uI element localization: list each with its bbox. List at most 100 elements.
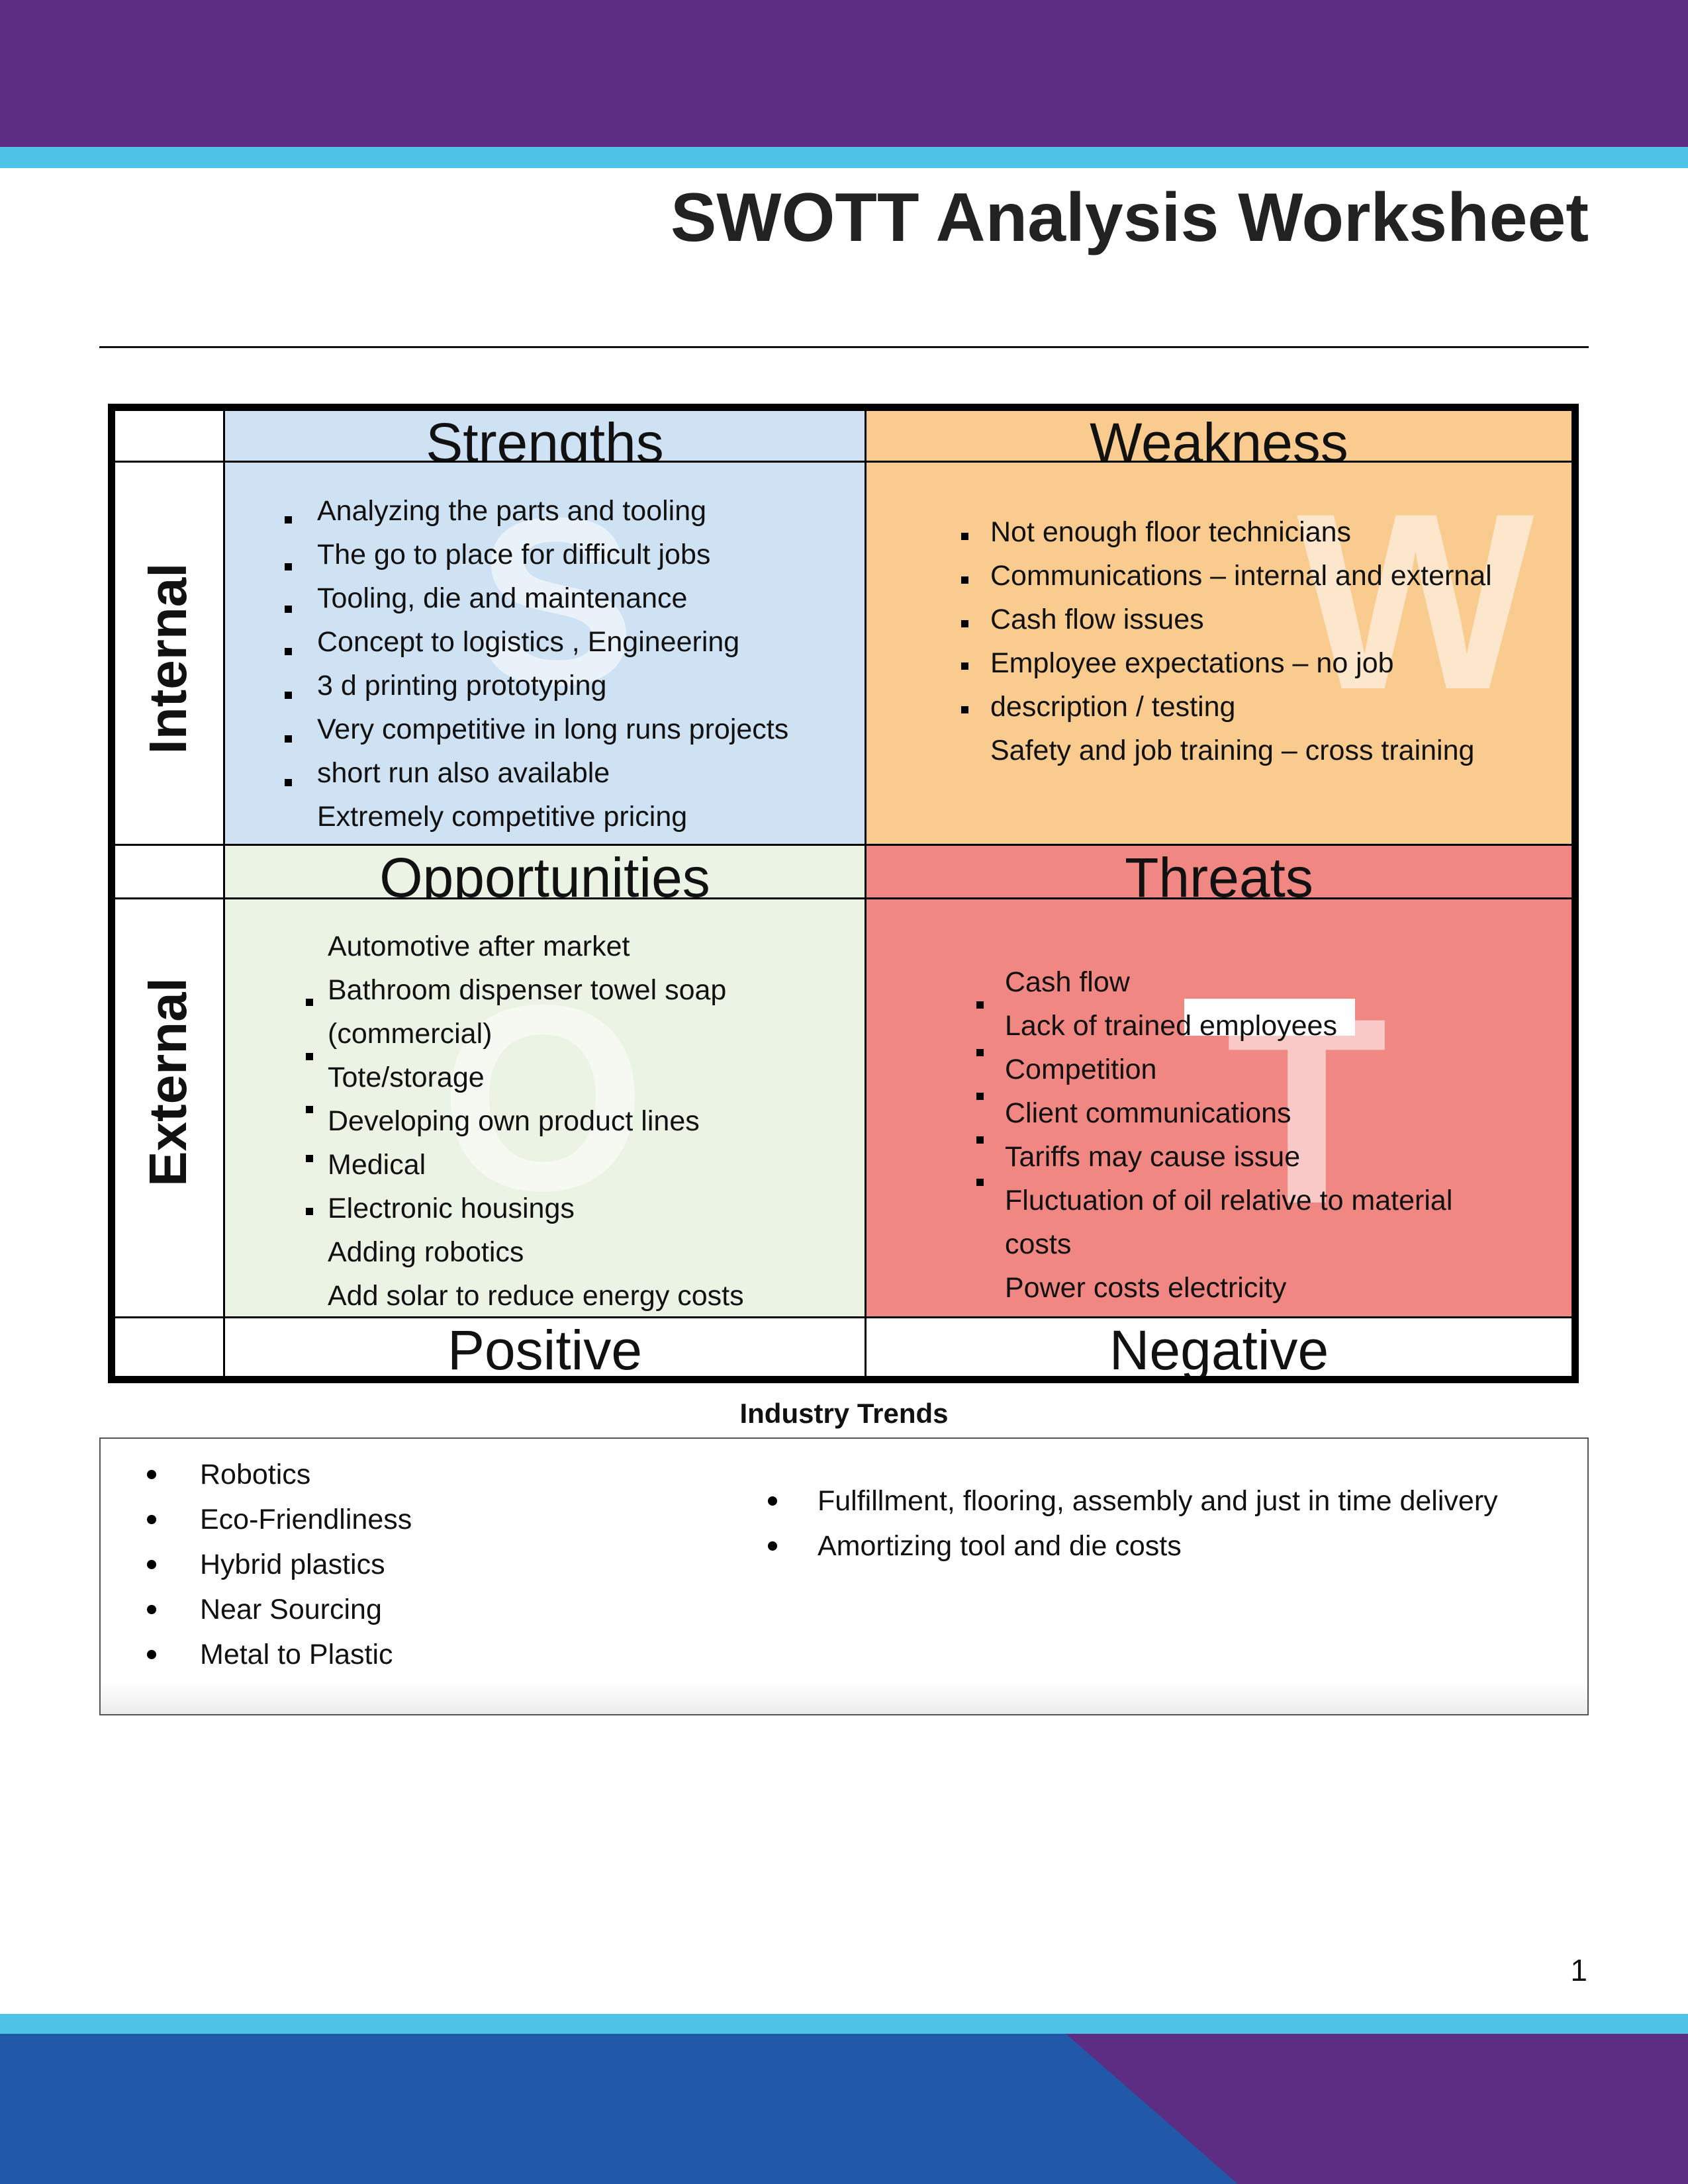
list-item: Automotive after market — [328, 931, 630, 962]
list-item: Near Sourcing — [147, 1587, 412, 1632]
footer-accent-shape — [1066, 2034, 1688, 2184]
list-item: Analyzing the parts and tooling — [317, 495, 707, 527]
list-item: Medical — [328, 1149, 426, 1181]
list-item: Cash flow — [1005, 966, 1130, 998]
title-divider — [99, 346, 1589, 348]
bullet-square — [976, 1179, 984, 1186]
bullet-dot — [147, 1650, 156, 1659]
bullet-square — [961, 706, 968, 713]
bullet-square — [961, 620, 968, 627]
list-item: Not enough floor technicians — [990, 516, 1352, 548]
list-item: description / testing — [990, 691, 1236, 723]
trends-list-right: Fulfillment, flooring, assembly and just… — [768, 1479, 1498, 1569]
opportunities-header: Opportunities — [223, 844, 867, 899]
list-item-text: Fulfillment, flooring, assembly and just… — [818, 1485, 1498, 1517]
threats-list: Cash flow Lack of trained employees Comp… — [1005, 960, 1452, 1310]
bullet-dot — [147, 1560, 156, 1569]
bullet-square — [976, 1001, 984, 1009]
list-item: Client communications — [1005, 1097, 1291, 1129]
list-item: (commercial) — [328, 1018, 492, 1050]
external-label-cell: External — [113, 897, 225, 1318]
list-item-text: Eco-Friendliness — [200, 1504, 412, 1535]
strengths-header: Strengths — [223, 409, 867, 463]
weakness-header: Weakness — [865, 409, 1573, 463]
bullet-square — [961, 533, 968, 540]
list-item: Fulfillment, flooring, assembly and just… — [768, 1479, 1498, 1524]
page-number: 1 — [1570, 1953, 1587, 1987]
bullet-square — [285, 606, 292, 613]
internal-label: Internal — [138, 563, 197, 754]
opportunities-list: Automotive after market Bathroom dispens… — [328, 925, 744, 1316]
spacer-cell — [113, 1316, 225, 1378]
threats-cell: T Cash flow Lack of trained employees Co… — [865, 897, 1573, 1318]
list-item-text: Hybrid plastics — [200, 1549, 385, 1580]
internal-label-cell: Internal — [113, 461, 225, 846]
list-item: Add solar to reduce energy costs — [328, 1280, 744, 1312]
bullet-square — [285, 563, 292, 570]
bullet-square — [976, 1093, 984, 1100]
bullet-square — [961, 662, 968, 670]
list-item-text: Amortizing tool and die costs — [818, 1530, 1182, 1562]
list-item: Fluctuation of oil relative to material — [1005, 1185, 1453, 1216]
negative-label: Negative — [865, 1316, 1573, 1378]
list-item: Cash flow issues — [990, 604, 1204, 635]
weakness-cell: W Not enough floor technicians Communica… — [865, 461, 1573, 846]
list-item: Tooling, die and maintenance — [317, 582, 688, 614]
text-highlight-box — [1184, 999, 1355, 1036]
list-item: Communications – internal and external — [990, 560, 1492, 592]
bullet-square — [285, 779, 292, 786]
list-item: Adding robotics — [328, 1236, 524, 1268]
swot-grid: Strengths Weakness Internal S Analyzing … — [108, 404, 1579, 1383]
bullet-square — [961, 576, 968, 584]
corner-cell — [113, 409, 225, 463]
industry-trends-box: Robotics Eco-Friendliness Hybrid plastic… — [99, 1437, 1589, 1715]
bullet-dot — [768, 1496, 777, 1506]
bullet-dot — [147, 1605, 156, 1614]
spacer-cell — [113, 844, 225, 899]
list-item: Tote/storage — [328, 1062, 485, 1093]
list-item: The go to place for difficult jobs — [317, 539, 711, 570]
list-item: Concept to logistics , Engineering — [317, 626, 740, 658]
list-item: Eco-Friendliness — [147, 1497, 412, 1542]
bullet-dot — [768, 1541, 777, 1551]
bullet-square — [285, 735, 292, 743]
list-item-text: Robotics — [200, 1459, 311, 1490]
bullet-square — [306, 1208, 313, 1215]
bullet-square — [306, 1053, 313, 1060]
bullet-square — [285, 648, 292, 655]
list-item-text: Metal to Plastic — [200, 1639, 393, 1670]
header-band — [0, 0, 1688, 147]
footer-stripe — [0, 2014, 1688, 2034]
bullet-square — [306, 1106, 313, 1113]
strengths-list: Analyzing the parts and tooling The go t… — [317, 489, 788, 839]
positive-label: Positive — [223, 1316, 867, 1378]
opportunities-cell: O Automotive after market Bathroom dispe… — [223, 897, 867, 1318]
list-item: Extremely competitive pricing — [317, 801, 688, 833]
list-item: Amortizing tool and die costs — [768, 1524, 1498, 1569]
threats-header: Threats — [865, 844, 1573, 899]
list-item: Safety and job training – cross training — [990, 735, 1475, 766]
list-item: Tariffs may cause issue — [1005, 1141, 1301, 1173]
list-item: Bathroom dispenser towel soap — [328, 974, 727, 1006]
list-item: Developing own product lines — [328, 1105, 700, 1137]
header-stripe — [0, 147, 1688, 168]
weakness-list: Not enough floor technicians Communicati… — [990, 510, 1492, 772]
list-item: Hybrid plastics — [147, 1542, 412, 1587]
trends-list-left: Robotics Eco-Friendliness Hybrid plastic… — [147, 1452, 412, 1677]
bullet-square — [285, 516, 292, 523]
list-item: short run also available — [317, 757, 610, 789]
list-item: costs — [1005, 1228, 1072, 1260]
page-title: SWOTT Analysis Worksheet — [671, 179, 1589, 256]
industry-trends-title: Industry Trends — [739, 1398, 949, 1429]
bullet-square — [976, 1136, 984, 1144]
bullet-dot — [147, 1515, 156, 1524]
list-item: Electronic housings — [328, 1193, 575, 1224]
bullet-square — [306, 999, 313, 1006]
list-item: Power costs electricity — [1005, 1272, 1287, 1304]
list-item-text: Near Sourcing — [200, 1594, 382, 1625]
list-item: Very competitive in long runs projects — [317, 713, 789, 745]
bullet-square — [976, 1049, 984, 1056]
external-label: External — [138, 978, 197, 1187]
footer-band — [0, 2034, 1688, 2184]
strengths-cell: S Analyzing the parts and tooling The go… — [223, 461, 867, 846]
